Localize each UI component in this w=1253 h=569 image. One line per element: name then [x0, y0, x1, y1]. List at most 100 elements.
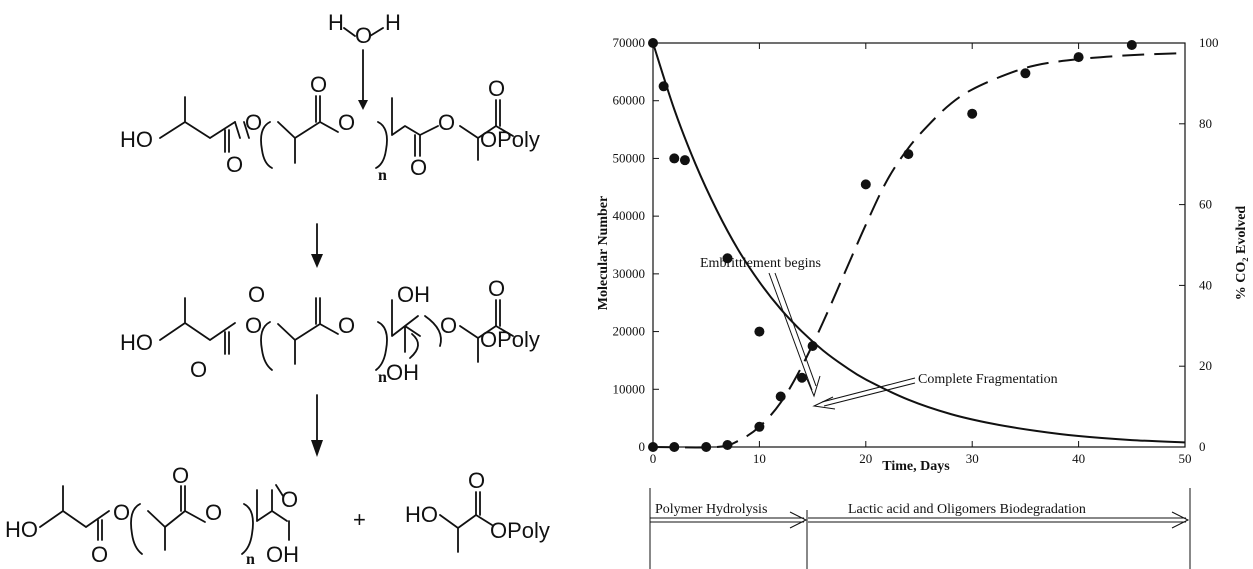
- mol1-carbonyl-o-3: O: [410, 155, 427, 180]
- mol1-ester-o-3: O: [438, 110, 455, 135]
- electron-push-arrow-2: [424, 315, 442, 347]
- plot-border: [652, 42, 1186, 448]
- water-h-right: H: [385, 10, 401, 35]
- y-right-tick-label: 40: [1199, 277, 1212, 292]
- y-right-tick-label: 60: [1199, 197, 1212, 212]
- annotation-embrittlement: Embrittlement begins: [700, 256, 821, 398]
- prodB-carbonyl-o: O: [468, 468, 485, 493]
- y-left-tick-label: 60000: [613, 93, 646, 108]
- x-tick-label: 50: [1179, 451, 1192, 466]
- prodA-carbonyl-o-1: O: [91, 542, 108, 567]
- co2-evolved-point: [1126, 40, 1137, 51]
- prodA-acid-oh: OH: [266, 542, 299, 567]
- x-axis-title: Time, Days: [882, 459, 950, 474]
- reaction-scheme: H O H HO O O O O n O O O: [5, 10, 550, 568]
- mol2-oh-top: OH: [397, 282, 430, 307]
- molecular-number-point: [648, 38, 658, 48]
- mol2-ester-o-2: O: [338, 313, 355, 338]
- reaction-arrow-2: [311, 394, 323, 457]
- co2-evolved-point: [701, 442, 712, 452]
- co2-evolved-point: [967, 108, 978, 119]
- x-axis-ticks: 0 10 20 30 40 50: [650, 43, 1192, 466]
- y-left-tick-label: 30000: [613, 266, 646, 281]
- y-left-tick-label: 20000: [613, 324, 646, 339]
- prodB-end-opoly: OPoly: [490, 518, 550, 543]
- series-co2-evolved-line: [652, 52, 1186, 449]
- co2-evolved-point: [775, 391, 786, 402]
- x-tick-label: 10: [753, 451, 766, 466]
- water-h-left: H: [328, 10, 344, 35]
- y-left-axis-title: Molecular Number: [596, 196, 611, 310]
- co2-evolved-point: [722, 439, 733, 450]
- annotation-fragmentation: Complete Fragmentation: [812, 372, 1058, 410]
- prodA-ester-o-2: O: [205, 500, 222, 525]
- molecular-number-point: [658, 81, 669, 92]
- y-right-tick-label: 0: [1199, 439, 1206, 454]
- molecular-number-point: [807, 341, 818, 351]
- mol1-carbonyl-o-4: O: [488, 76, 505, 101]
- annotation-fragmentation-label: Complete Fragmentation: [918, 372, 1058, 387]
- points-layer: [648, 38, 1137, 452]
- y-left-tick-label: 70000: [613, 35, 646, 50]
- prodA-ester-o: O: [113, 500, 130, 525]
- series-molecular-number-line: [652, 42, 1186, 444]
- y-left-tick-label: 50000: [613, 150, 646, 165]
- mol2-carbonyl-o-1: O: [190, 357, 207, 382]
- co2-evolved-point: [669, 442, 680, 452]
- prodA-acid-o: O: [281, 487, 298, 512]
- product-acid-fragment: HO O O O O n O OH: [5, 463, 299, 568]
- x-tick-label: 0: [650, 451, 657, 466]
- mol1-ester-o-2: O: [338, 110, 355, 135]
- co2-evolved-point: [648, 442, 658, 452]
- mol1-ho: HO: [120, 127, 153, 152]
- x-tick-label: 20: [859, 451, 872, 466]
- co2-evolved-point: [1073, 52, 1084, 63]
- mol2-end-opoly: OPoly: [480, 327, 540, 352]
- co2-evolved-point: [754, 421, 765, 432]
- prodA-ho: HO: [5, 517, 38, 542]
- mol2-ester-o-1: O: [245, 313, 262, 338]
- x-tick-label: 40: [1072, 451, 1085, 466]
- y-right-tick-label: 20: [1199, 358, 1212, 373]
- mol1-carbonyl-o-2: O: [310, 72, 327, 97]
- mol1-carbonyl-o-1: O: [226, 152, 243, 177]
- mol1-end-opoly: OPoly: [480, 127, 540, 152]
- molecular-number-point: [679, 155, 690, 166]
- mol2-oh-bottom: OH: [386, 360, 419, 385]
- y-right-tick-label: 100: [1199, 35, 1219, 50]
- water-o: O: [355, 23, 372, 48]
- co2-evolved-point: [1020, 68, 1031, 79]
- mol2-carbonyl-o-2: O: [248, 282, 265, 307]
- degradation-chart: 0 10 20 30 40 50 0 10000 20000 30000 40000 50000 60…: [596, 35, 1249, 569]
- mol2-ester-o-3: O: [440, 313, 457, 338]
- prodB-ho: HO: [405, 502, 438, 527]
- prodA-carbonyl-o-2: O: [172, 463, 189, 488]
- reaction-arrow-1: [311, 223, 323, 268]
- co2-evolved-point: [903, 149, 914, 160]
- molecule-1-pla: HO O O O O n O O O OPoly: [120, 72, 540, 184]
- mol2-repeat-n: n: [378, 369, 387, 386]
- phase-timeline: Polymer Hydrolysis Lactic acid and Oligo…: [649, 488, 1191, 569]
- molecular-number-point: [754, 326, 765, 337]
- molecular-number-point: [669, 153, 680, 164]
- y-left-tick-label: 10000: [613, 381, 646, 396]
- y-left-tick-label: 40000: [613, 208, 646, 223]
- x-tick-label: 30: [966, 451, 979, 466]
- plot-frame: [652, 42, 1186, 448]
- water-molecule: H O H: [328, 10, 401, 110]
- molecular-number-point: [722, 253, 733, 264]
- y-right-axis-title: % CO₂ Evolved: [1234, 206, 1249, 301]
- electron-push-arrow-1: [409, 333, 419, 359]
- molecular-number-point: [860, 179, 871, 190]
- mol1-ester-o-1: O: [245, 110, 262, 135]
- mol2-ho: HO: [120, 330, 153, 355]
- phase-hydrolysis-label: Polymer Hydrolysis: [655, 502, 767, 517]
- prodA-repeat-n: n: [246, 551, 255, 568]
- product-lactate-ester: HO O OPoly: [405, 468, 550, 553]
- annotation-embrittlement-label: Embrittlement begins: [700, 256, 821, 271]
- molecule-2-tetrahedral-intermediate: HO O O O O n OH OH O O OPoly: [120, 276, 540, 386]
- molecular-number-point: [796, 372, 807, 383]
